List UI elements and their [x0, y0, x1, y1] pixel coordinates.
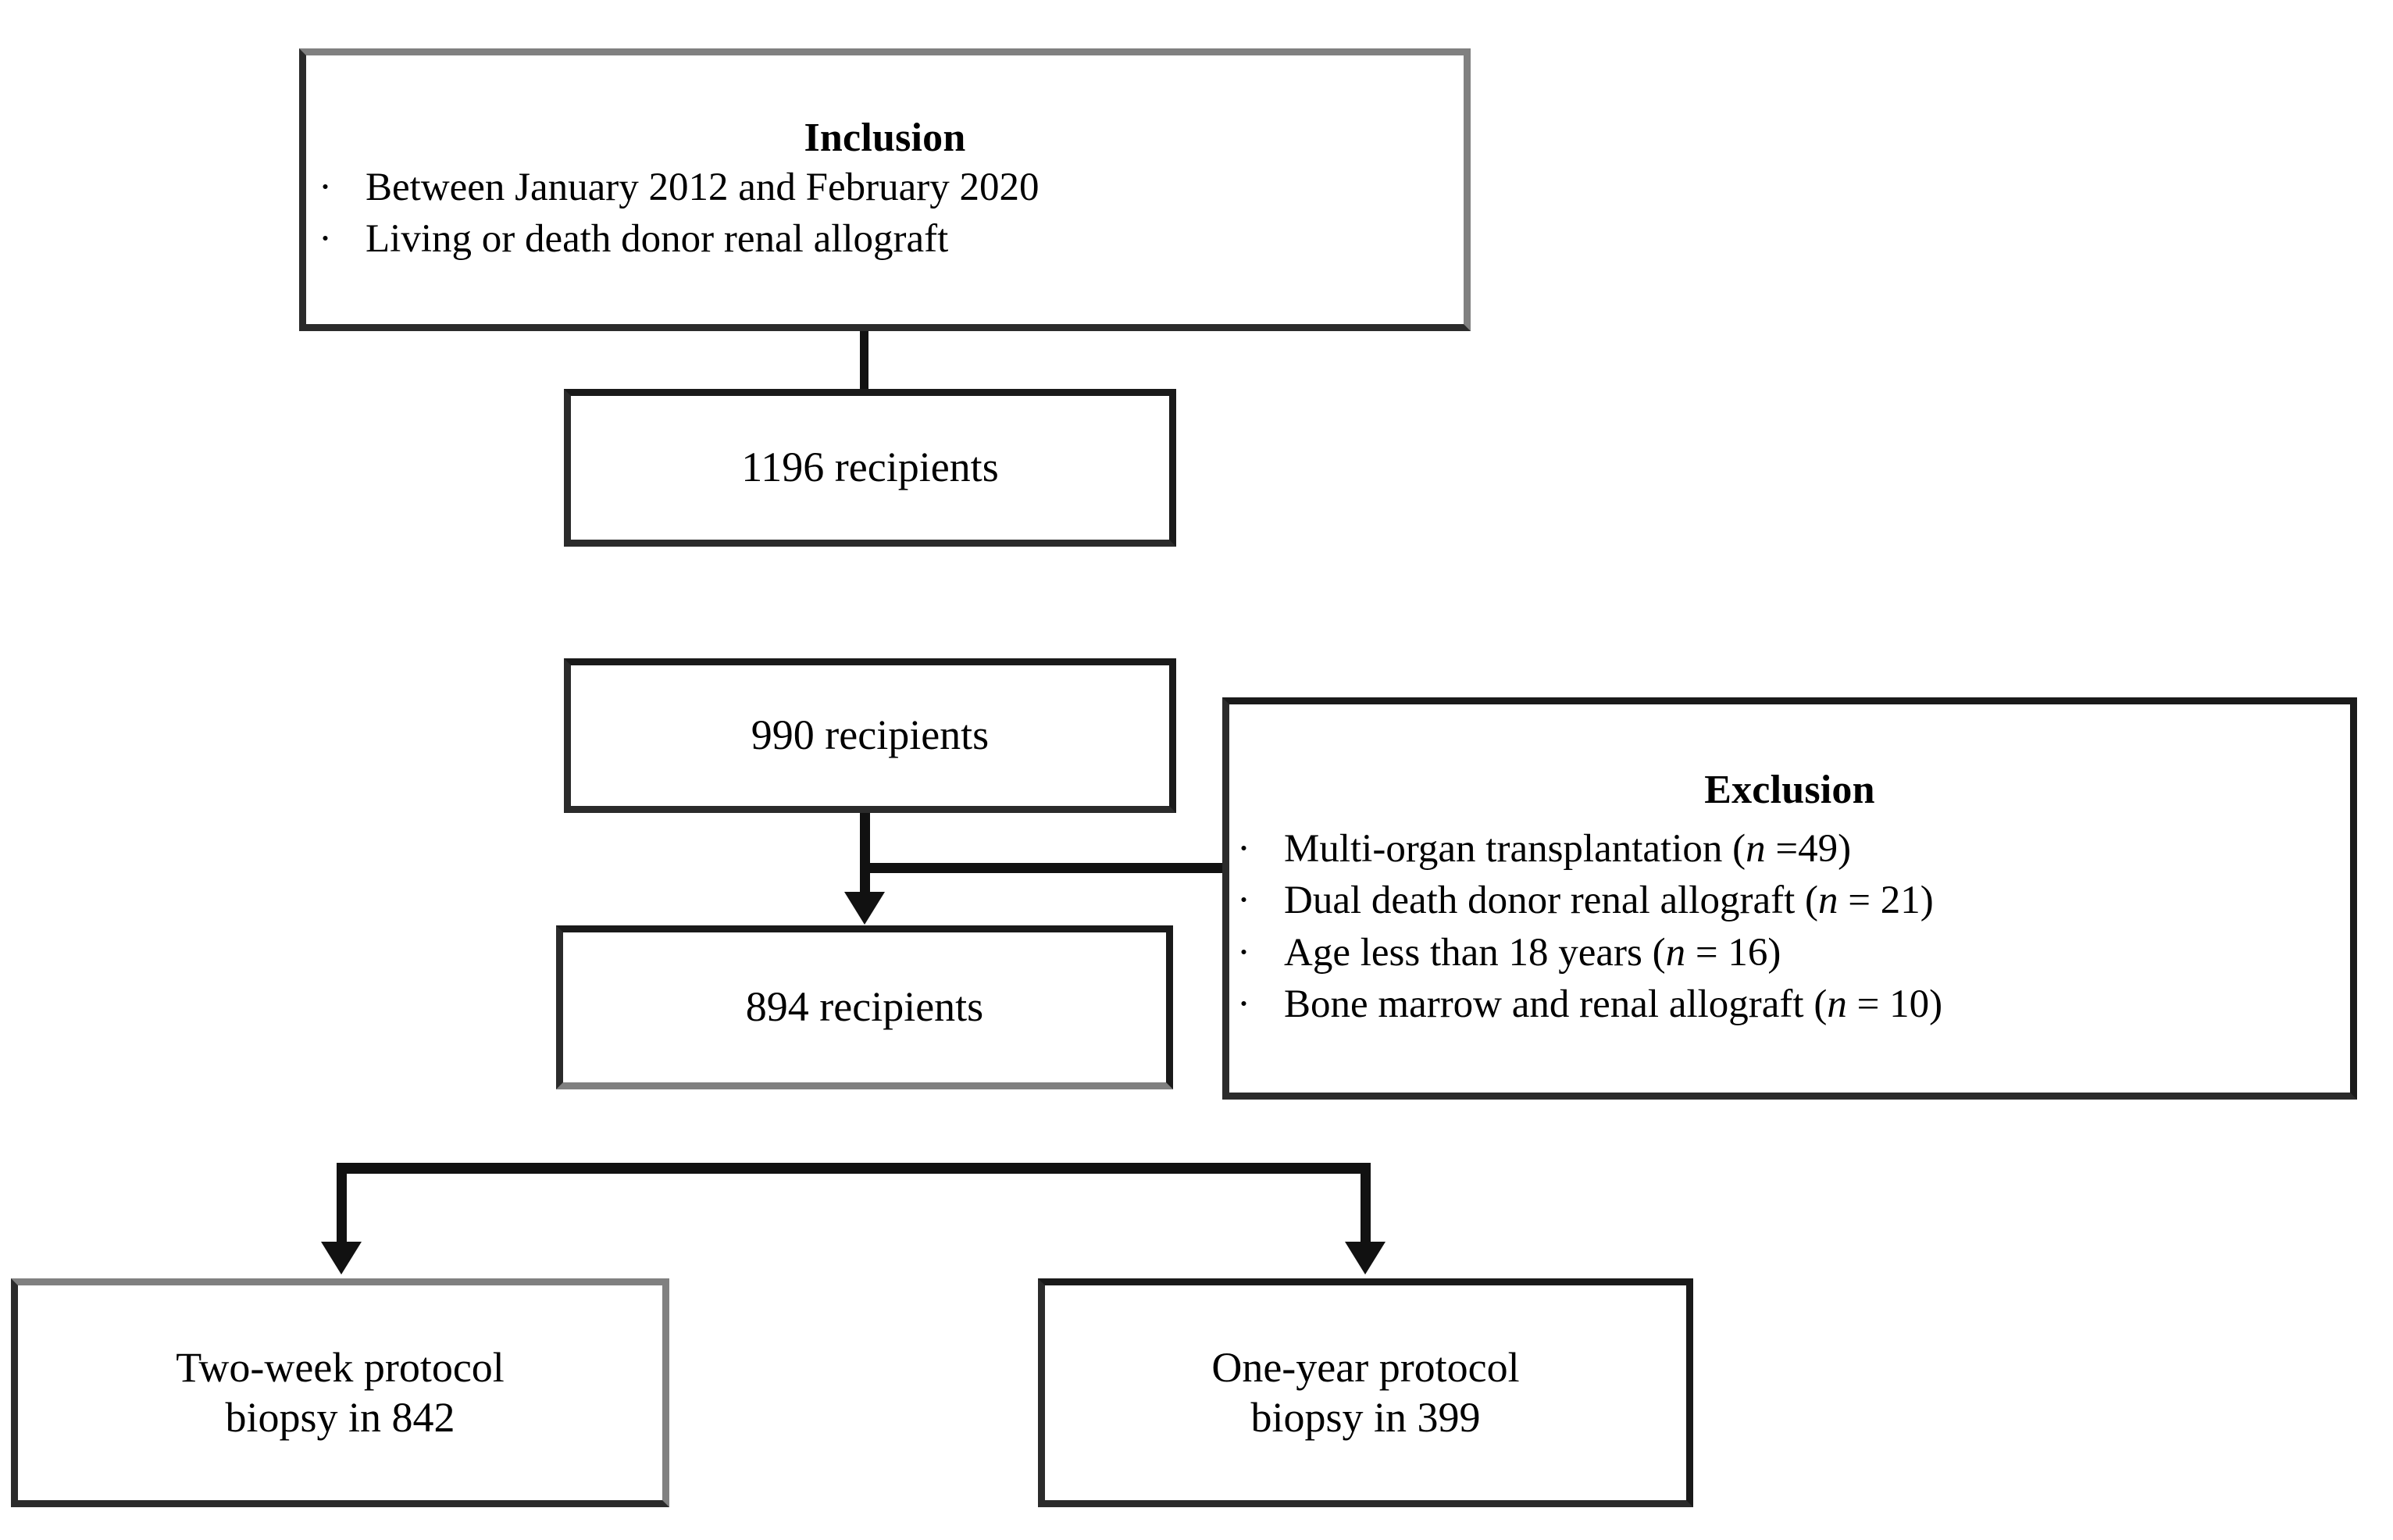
node-eligible-recipients: 990 recipients	[564, 658, 1176, 813]
bullet-glyph: ·	[319, 217, 332, 262]
exclusion-item-0-text: Multi-organ transplantation (	[1284, 827, 1746, 872]
connector-eligible-to-final	[860, 813, 870, 899]
node-one-year-biopsy: One-year protocol biopsy in 399	[1038, 1278, 1693, 1507]
exclusion-item-0-eq: =49)	[1765, 827, 1852, 872]
connector-inclusion-to-total	[860, 331, 868, 392]
eligible-recipients-label: 990 recipients	[751, 711, 990, 759]
bullet-glyph: ·	[1237, 827, 1250, 872]
connector-split-horizontal	[337, 1163, 1371, 1174]
connector-to-exclusion	[860, 863, 1231, 873]
exclusion-item-0: · Multi-organ transplantation (n =49)	[1237, 823, 2350, 875]
exclusion-item-2-text: Age less than 18 years (	[1284, 930, 1666, 975]
exclusion-item-3-text: Bone marrow and renal allograft (	[1284, 982, 1828, 1026]
exclusion-title: Exclusion	[1704, 767, 1875, 812]
exclusion-item-1-eq: = 21)	[1838, 879, 1934, 923]
exclusion-item-1-text: Dual death donor renal allograft (	[1284, 879, 1818, 923]
exclusion-list: ·Multi-organ transplantation (n =49) ·Du…	[1229, 823, 2350, 1030]
connector-split-right-vertical	[1361, 1163, 1371, 1249]
inclusion-item-1-text: Living or death donor renal allograft	[366, 217, 949, 262]
exclusion-item-1: · Dual death donor renal allograft (n = 2…	[1237, 875, 2350, 926]
inclusion-item-0: · Between January 2012 and February 2020	[319, 162, 1464, 213]
bullet-glyph: ·	[1237, 879, 1250, 923]
node-inclusion: Inclusion · Between January 2012 and Febr…	[299, 48, 1471, 331]
exclusion-item-0-n: n	[1746, 827, 1766, 872]
inclusion-title: Inclusion	[804, 115, 966, 160]
node-final-recipients: 894 recipients	[556, 925, 1173, 1089]
inclusion-item-0-text: Between January 2012 and February 2020	[366, 165, 1040, 209]
arrowhead-two-week	[321, 1242, 362, 1274]
exclusion-item-1-n: n	[1817, 879, 1838, 923]
exclusion-item-2-eq: = 16)	[1685, 930, 1781, 975]
bullet-glyph: ·	[1237, 982, 1250, 1026]
one-year-biopsy-line-1: One-year protocol	[1211, 1343, 1520, 1391]
exclusion-item-2: · Age less than 18 years (n = 16)	[1237, 927, 2350, 979]
node-exclusion: Exclusion · Multi-organ transplantation (…	[1222, 697, 2357, 1100]
one-year-biopsy-line-2: biopsy in 399	[1250, 1393, 1481, 1441]
exclusion-item-3-eq: = 10)	[1846, 982, 1943, 1026]
node-total-recipients: 1196 recipients	[564, 389, 1176, 547]
exclusion-item-3: · Bone marrow and renal allograft (n = 10…	[1237, 979, 2350, 1030]
bullet-glyph: ·	[1237, 930, 1250, 975]
inclusion-item-1: · Living or death donor renal allograft	[319, 213, 1464, 265]
connector-split-left-vertical	[337, 1163, 347, 1249]
node-two-week-biopsy: Two-week protocol biopsy in 842	[11, 1278, 669, 1507]
arrowhead-one-year	[1345, 1242, 1386, 1274]
exclusion-item-2-n: n	[1665, 930, 1686, 975]
inclusion-list: ·Between January 2012 and February 2020 …	[306, 162, 1464, 266]
exclusion-item-3-n: n	[1827, 982, 1847, 1026]
two-week-biopsy-line-1: Two-week protocol	[176, 1343, 505, 1391]
final-recipients-label: 894 recipients	[745, 983, 984, 1031]
bullet-glyph: ·	[319, 165, 332, 209]
two-week-biopsy-line-2: biopsy in 842	[225, 1393, 455, 1441]
arrowhead-eligible-to-final	[844, 892, 885, 925]
total-recipients-label: 1196 recipients	[741, 444, 999, 491]
